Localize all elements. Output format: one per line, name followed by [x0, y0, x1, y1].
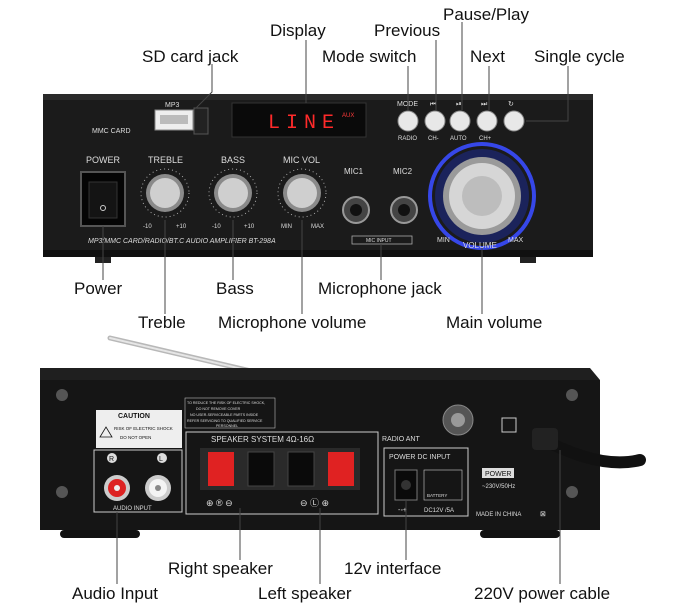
right-speaker-black-terminal[interactable]: [247, 451, 275, 487]
callout-microphone-jack: Microphone jack: [318, 279, 442, 298]
svg-text:DO NOT OPEN: DO NOT OPEN: [120, 435, 151, 440]
power-label-front: POWER: [86, 155, 121, 165]
svg-text:+10: +10: [176, 224, 187, 230]
svg-text:-10: -10: [143, 224, 152, 230]
svg-text:MODE: MODE: [397, 101, 418, 108]
callout-single-cycle: Single cycle: [534, 47, 625, 66]
mic1-label: MIC1: [344, 167, 364, 176]
next-button[interactable]: [476, 110, 498, 132]
svg-text:⏮: ⏮: [430, 101, 436, 108]
display-text: LINE: [268, 112, 340, 135]
svg-text:⊠: ⊠: [540, 511, 546, 518]
display-tag: AUX: [342, 113, 354, 119]
svg-text:MADE IN CHINA: MADE IN CHINA: [476, 512, 521, 518]
svg-text:VOLUME: VOLUME: [463, 241, 497, 250]
callout-main-volume: Main volume: [446, 313, 543, 332]
svg-text:+10: +10: [244, 224, 255, 230]
svg-text:RISK OF ELECTRIC SHOCK: RISK OF ELECTRIC SHOCK: [114, 426, 173, 431]
svg-text:R: R: [109, 456, 114, 463]
svg-text:CH+: CH+: [479, 136, 492, 142]
callout-power: Power: [74, 279, 123, 298]
mode-button[interactable]: [397, 110, 419, 132]
svg-text:AUDIO INPUT: AUDIO INPUT: [113, 506, 152, 512]
svg-text:AUTO: AUTO: [450, 136, 467, 142]
callout-pause-play: Pause/Play: [443, 5, 529, 24]
speaker-terminal-panel: [185, 431, 379, 515]
caution-label: [96, 410, 182, 448]
warning-block: [184, 397, 276, 429]
svg-text:POWER DC INPUT: POWER DC INPUT: [389, 454, 451, 461]
single-cycle-button[interactable]: [503, 110, 525, 132]
svg-text:CAUTION: CAUTION: [118, 413, 150, 420]
svg-text:⏯: ⏯: [456, 101, 462, 108]
audio-input-panel: [93, 449, 183, 513]
pause-play-button[interactable]: [449, 110, 471, 132]
svg-text:DO NOT REMOVE COVER: DO NOT REMOVE COVER: [196, 407, 241, 411]
mic-vol-label: MIC VOL: [283, 155, 320, 165]
callout-left-speaker: Left speaker: [258, 584, 352, 603]
callout-mode-switch: Mode switch: [322, 47, 417, 66]
mic2-label: MIC2: [393, 167, 413, 176]
svg-text:↻: ↻: [508, 101, 514, 108]
left-speaker-black-terminal[interactable]: [287, 451, 315, 487]
svg-text:POWER: POWER: [485, 471, 511, 478]
callout-bass: Bass: [216, 279, 254, 298]
callout-12v-interface: 12v interface: [344, 559, 442, 578]
callout-next: Next: [470, 47, 505, 66]
sd-card-slot[interactable]: [193, 107, 209, 135]
svg-text:-10: -10: [212, 224, 221, 230]
svg-text:~230V/50Hz: ~230V/50Hz: [482, 484, 515, 490]
svg-text:MIN: MIN: [281, 224, 292, 230]
previous-button[interactable]: [424, 110, 446, 132]
callout-display: Display: [270, 21, 326, 40]
callout-audio-input: Audio Input: [72, 584, 159, 603]
svg-text:RADIO: RADIO: [398, 136, 417, 142]
callout-right-speaker: Right speaker: [168, 559, 273, 578]
svg-text:NO USER-SERVICEABLE PARTS INSI: NO USER-SERVICEABLE PARTS INSIDE: [190, 413, 259, 417]
ac-power-label: [482, 468, 514, 478]
svg-text:RADIO ANT: RADIO ANT: [382, 436, 420, 443]
mmc-card-label: MMC CARD: [92, 128, 131, 135]
left-speaker-red-terminal[interactable]: [328, 452, 354, 486]
svg-text:DC12V /5A: DC12V /5A: [424, 508, 454, 514]
svg-text:⊕ ® ⊖: ⊕ ® ⊖: [206, 498, 233, 508]
led-display: [231, 102, 367, 138]
callout-treble: Treble: [138, 313, 186, 332]
power-dc-panel: [383, 447, 469, 517]
mp3-label: MP3: [165, 102, 180, 109]
callout-microphone-volume: Microphone volume: [218, 313, 367, 332]
svg-text:-◦+: -◦+: [398, 507, 407, 514]
callout-power-cable: 220V power cable: [474, 584, 611, 603]
svg-text:L: L: [159, 456, 163, 463]
svg-text:TO REDUCE THE RISK OF ELECTRIC: TO REDUCE THE RISK OF ELECTRIC SHOCK,: [187, 401, 265, 405]
svg-text:MAX: MAX: [508, 237, 524, 244]
svg-text:PERSONNEL: PERSONNEL: [216, 424, 238, 428]
svg-text:CH-: CH-: [428, 136, 439, 142]
callout-previous: Previous: [374, 21, 441, 40]
right-speaker-red-terminal[interactable]: [208, 452, 234, 486]
svg-text:⊖ Ⓛ ⊕: ⊖ Ⓛ ⊕: [300, 498, 329, 508]
mic-input-label: MIC INPUT: [366, 238, 392, 244]
svg-text:SPEAKER SYSTEM 4Ω-16Ω: SPEAKER SYSTEM 4Ω-16Ω: [211, 435, 314, 444]
svg-text:MIN: MIN: [437, 237, 450, 244]
bass-label: BASS: [221, 155, 245, 165]
model-text: MP3/MMC CARD/RADIO/BT.C AUDIO AMPLIFIER …: [88, 238, 276, 245]
svg-text:REFER SERVICING TO QUALIFIED S: REFER SERVICING TO QUALIFIED SERVICE: [187, 419, 263, 423]
treble-label: TREBLE: [148, 155, 183, 165]
svg-text:⏭: ⏭: [481, 101, 488, 108]
callout-sd-card-jack: SD card jack: [142, 47, 239, 66]
svg-text:BATTERY: BATTERY: [427, 493, 447, 498]
svg-text:MAX: MAX: [311, 224, 324, 230]
